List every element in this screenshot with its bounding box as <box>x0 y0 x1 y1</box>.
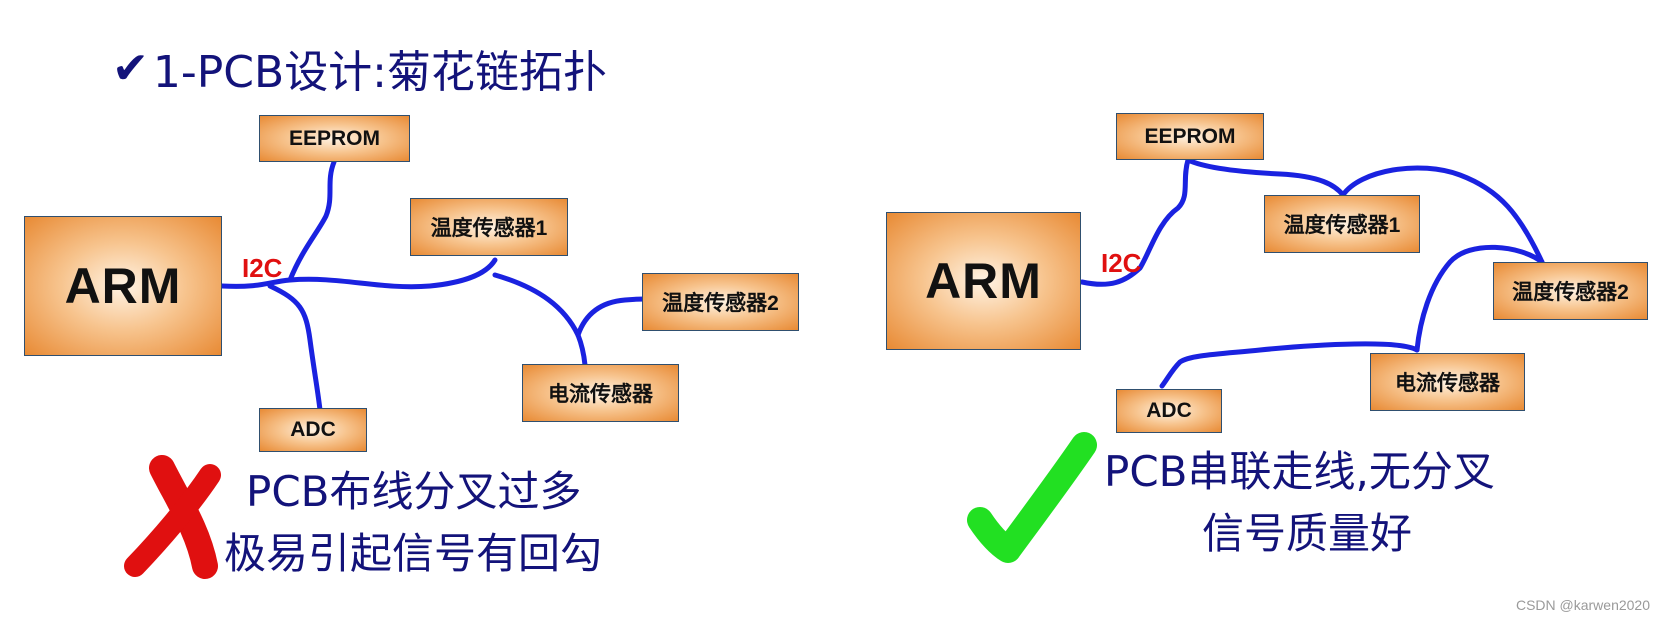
left-caption-line1: PCB布线分叉过多 <box>246 467 582 516</box>
left-temp1-box: 温度传感器1 <box>410 198 568 256</box>
right-temp1-label: 温度传感器1 <box>1283 214 1401 237</box>
right-current-box: 电流传感器 <box>1370 353 1525 411</box>
left-adc-label: ADC <box>290 418 336 441</box>
right-eeprom-box: EEPROM <box>1116 113 1264 160</box>
right-i2c-label: I2C <box>1101 248 1142 278</box>
left-caption-line2: 极易引起信号有回勾 <box>224 529 603 578</box>
left-eeprom-label: EEPROM <box>288 126 380 150</box>
left-wire-eeprom <box>287 159 337 283</box>
title-check-icon: ✔ <box>112 42 149 94</box>
check-mark-icon <box>967 432 1097 563</box>
left-wire-branch <box>492 272 581 338</box>
right-arm-label: ARM <box>925 253 1042 309</box>
left-arm-box: ARM <box>24 216 222 356</box>
right-current-label: 电流传感器 <box>1395 372 1500 395</box>
right-caption-line2: 信号质量好 <box>1202 509 1413 558</box>
slide-title: ✔ 1-PCB设计:菊花链拓扑 <box>112 36 607 100</box>
right-caption-line1: PCB串联走线,无分叉 <box>1104 447 1495 496</box>
left-temp2-box: 温度传感器2 <box>642 273 799 331</box>
left-adc-box: ADC <box>259 408 367 452</box>
left-wire-current <box>575 332 588 368</box>
right-temp2-box: 温度传感器2 <box>1493 262 1648 320</box>
left-i2c-label: I2C <box>242 253 283 283</box>
left-current-label: 电流传感器 <box>548 383 653 406</box>
left-current-box: 电流传感器 <box>522 364 679 422</box>
left-eeprom-box: EEPROM <box>259 115 410 162</box>
left-wire-adc <box>267 283 323 413</box>
right-wire-eeprom-temp1 <box>1185 157 1346 198</box>
watermark: CSDN @karwen2020 <box>1515 597 1650 613</box>
right-adc-box: ADC <box>1116 389 1222 433</box>
right-eeprom-label: EEPROM <box>1144 124 1236 148</box>
right-arm-box: ARM <box>886 212 1081 350</box>
right-adc-label: ADC <box>1146 399 1192 422</box>
left-temp1-label: 温度传感器1 <box>430 217 548 240</box>
left-temp2-label: 温度传感器2 <box>662 292 779 315</box>
right-temp1-box: 温度传感器1 <box>1264 195 1420 253</box>
left-arm-label: ARM <box>64 258 182 314</box>
left-wire-temp2 <box>575 296 648 338</box>
right-temp2-label: 温度传感器2 <box>1512 281 1629 304</box>
cross-mark-icon <box>124 455 221 579</box>
title-text: 1-PCB设计:菊花链拓扑 <box>152 47 608 98</box>
